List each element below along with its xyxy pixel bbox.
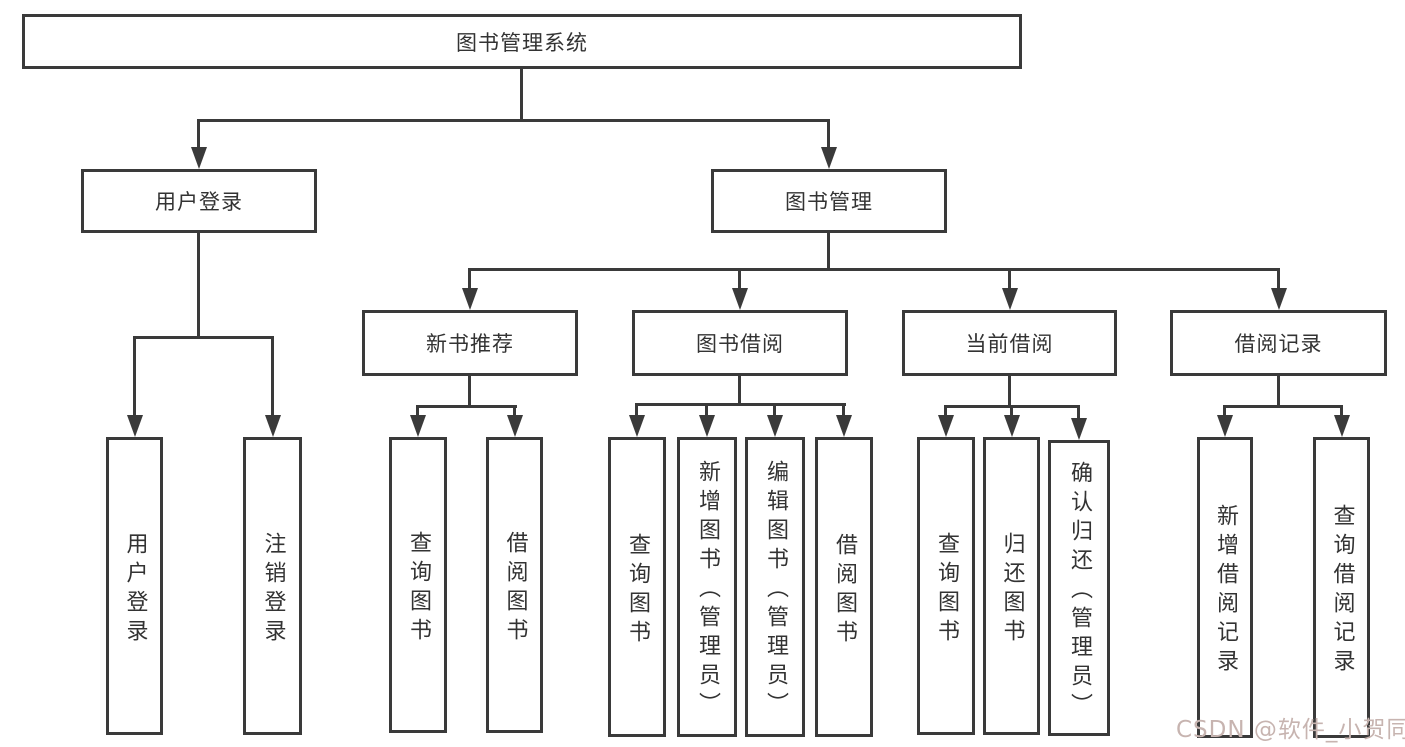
node-book-borrow-label: 图书借阅: [696, 332, 784, 356]
node-cb-query-book: 查询图书: [917, 437, 975, 735]
connector-login-horizontal: [133, 336, 274, 339]
connector-stub-new-book-rec: [468, 268, 471, 292]
node-bb-edit-book-label: 编辑图书（管理员）: [763, 460, 788, 721]
node-bb-add-book: 新增图书（管理员）: [677, 437, 737, 737]
connector-br-horizontal: [1223, 405, 1343, 408]
node-borrow-record: 借阅记录: [1170, 310, 1387, 376]
connector-nbr-down: [468, 376, 471, 407]
node-cb-query-book-label: 查询图书: [934, 531, 959, 648]
node-bb-borrow-book-label: 借阅图书: [832, 532, 857, 649]
connector-stub-user-login-group: [197, 119, 200, 152]
node-br-query-record-label: 查询借阅记录: [1329, 504, 1355, 678]
connector-stub-book-mgmt-group: [827, 119, 830, 152]
arrow-down-icon: [1217, 415, 1233, 437]
arrow-down-icon: [507, 415, 523, 437]
arrow-down-icon: [1071, 418, 1087, 440]
node-logout-label: 注销登录: [260, 531, 286, 648]
node-br-query-record: 查询借阅记录: [1313, 437, 1370, 738]
node-current-borrow-label: 当前借阅: [965, 332, 1054, 356]
node-borrow-record-label: 借阅记录: [1234, 332, 1323, 356]
node-root-label: 图书管理系统: [456, 30, 588, 55]
node-br-add-record-label: 新增借阅记录: [1213, 504, 1238, 678]
connector-stub-cb-confirm: [1077, 405, 1080, 422]
connector-stub-bb-edit: [773, 403, 776, 419]
connector-bb-down: [738, 376, 741, 405]
connector-stub-cb-return: [1010, 405, 1013, 419]
node-cb-confirm-return: 确认归还（管理员）: [1048, 440, 1110, 736]
connector-root-horizontal: [197, 119, 830, 122]
node-nb-borrow-book: 借阅图书: [486, 437, 543, 733]
csdn-watermark: CSDN @软件_小贺同学: [1176, 717, 1405, 743]
node-br-add-record: 新增借阅记录: [1197, 437, 1253, 738]
arrow-down-icon: [767, 415, 783, 437]
arrow-down-icon: [1271, 288, 1287, 310]
connector-stub-cb-query: [944, 405, 947, 419]
connector-stub-nb-borrow: [513, 405, 516, 419]
node-bb-edit-book: 编辑图书（管理员）: [745, 437, 805, 737]
arrow-down-icon: [938, 415, 954, 437]
connector-mgmt-down: [827, 233, 830, 270]
connector-stub-br-add: [1223, 405, 1226, 419]
arrow-down-icon: [821, 147, 837, 169]
arrow-down-icon: [1334, 415, 1350, 437]
node-logout: 注销登录: [243, 437, 302, 735]
connector-stub-borrow-record: [1277, 268, 1280, 292]
connector-stub-bb-borrow: [842, 403, 845, 419]
arrow-down-icon: [462, 288, 478, 310]
node-cb-return-book-label: 归还图书: [999, 531, 1025, 648]
node-user-login-label: 用户登录: [122, 531, 148, 648]
node-bb-query-book-label: 查询图书: [625, 532, 650, 649]
node-current-borrow: 当前借阅: [902, 310, 1117, 376]
arrow-down-icon: [699, 415, 715, 437]
connector-stub-bb-add: [705, 403, 708, 419]
node-root: 图书管理系统: [22, 14, 1022, 69]
node-book-borrow: 图书借阅: [632, 310, 848, 376]
arrow-down-icon: [1004, 415, 1020, 437]
node-bb-add-book-label: 新增图书（管理员）: [695, 460, 720, 721]
connector-login-down: [197, 233, 200, 336]
connector-stub-nb-query: [416, 405, 419, 419]
arrow-down-icon: [629, 415, 645, 437]
node-new-book-rec: 新书推荐: [362, 310, 578, 376]
node-nb-query-book-label: 查询图书: [406, 530, 431, 647]
connector-stub-bb-query: [635, 403, 638, 419]
connector-stub-book-borrow: [738, 268, 741, 292]
node-book-mgmt-group-label: 图书管理: [785, 190, 873, 214]
arrow-down-icon: [1002, 288, 1018, 310]
arrow-down-icon: [191, 147, 207, 169]
node-book-mgmt-group: 图书管理: [711, 169, 947, 233]
node-nb-borrow-book-label: 借阅图书: [502, 530, 528, 647]
connector-stub-user-login: [133, 336, 136, 418]
connector-mgmt-horizontal: [468, 268, 1280, 271]
arrow-down-icon: [127, 415, 143, 437]
connector-stub-current-borrow: [1008, 268, 1011, 292]
connector-nbr-horizontal: [416, 405, 517, 408]
node-cb-confirm-return-label: 确认归还（管理员）: [1067, 461, 1092, 722]
connector-stub-br-query: [1340, 405, 1343, 419]
connector-br-down: [1277, 376, 1280, 407]
node-cb-return-book: 归还图书: [983, 437, 1040, 735]
connector-bb-horizontal: [635, 403, 846, 406]
node-new-book-rec-label: 新书推荐: [426, 332, 514, 356]
node-bb-query-book: 查询图书: [608, 437, 666, 737]
connector-root-down: [520, 69, 523, 121]
node-bb-borrow-book: 借阅图书: [815, 437, 873, 737]
arrow-down-icon: [732, 288, 748, 310]
node-user-login: 用户登录: [106, 437, 163, 735]
node-nb-query-book: 查询图书: [389, 437, 447, 733]
arrow-down-icon: [410, 415, 426, 437]
connector-stub-logout: [271, 336, 274, 418]
node-user-login-group-label: 用户登录: [155, 190, 243, 214]
node-user-login-group: 用户登录: [81, 169, 317, 233]
arrow-down-icon: [265, 415, 281, 437]
arrow-down-icon: [836, 415, 852, 437]
connector-cb-down: [1008, 376, 1011, 407]
